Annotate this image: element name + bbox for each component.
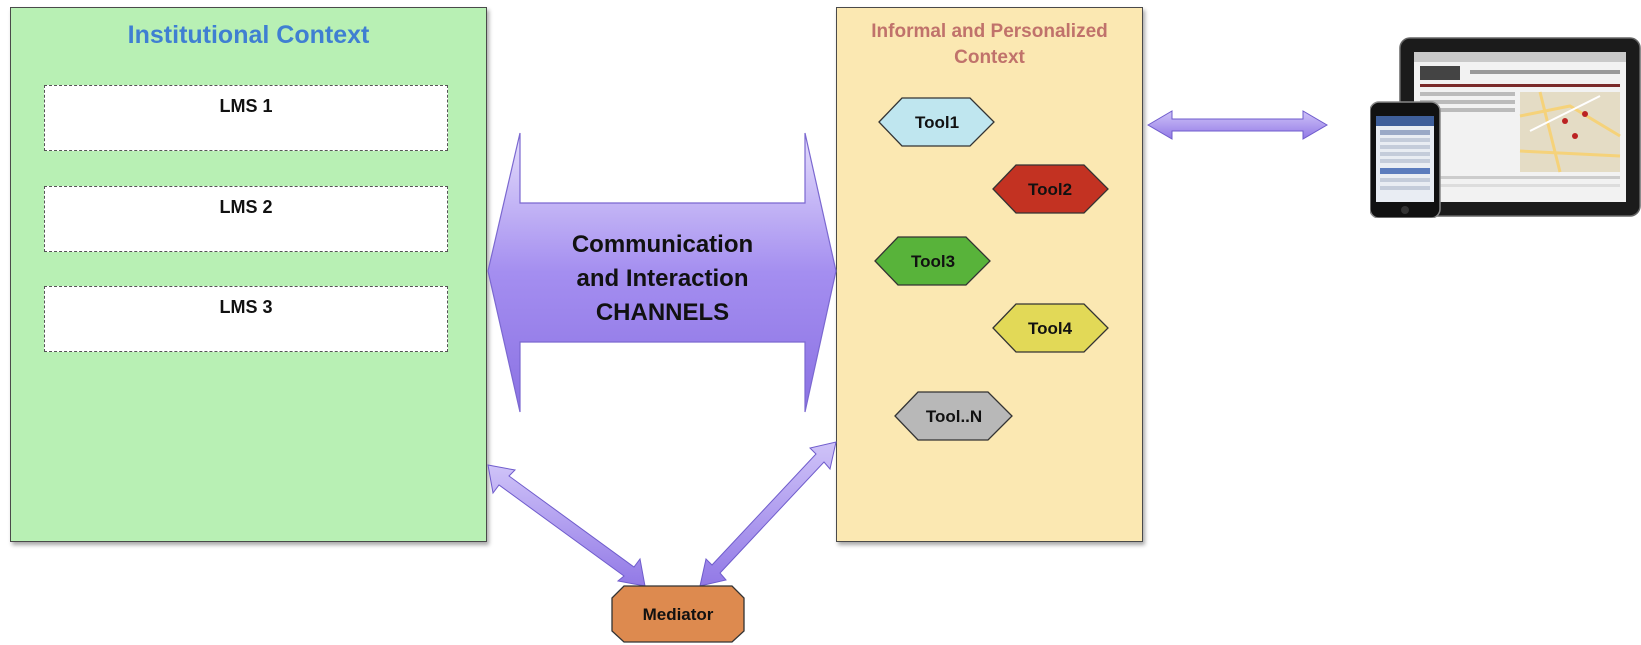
channels-label: Communication and Interaction CHANNELS (520, 228, 805, 330)
tablet-icon (1399, 37, 1641, 217)
tool-2-hexagon: Tool2 (992, 164, 1109, 214)
channels-label-line-2: and Interaction (576, 265, 749, 292)
tool-1-label: Tool1 (915, 113, 959, 132)
tool-n-hexagon: Tool..N (894, 391, 1013, 441)
mediator-label: Mediator (643, 605, 714, 624)
tool-3-label: Tool3 (911, 252, 955, 271)
device-double-arrow (1147, 110, 1328, 140)
institutional-context-title: Institutional Context (127, 21, 370, 49)
tool-2-label: Tool2 (1028, 180, 1072, 199)
tool-3-hexagon: Tool3 (874, 236, 991, 286)
lms-box-2: LMS 2 (44, 186, 448, 252)
channels-label-line-1: Communication (571, 231, 754, 258)
informal-context-title: Informal and Personalized Context (871, 21, 1108, 68)
smartphone-icon (1370, 101, 1441, 218)
channels-label-line-3: CHANNELS (595, 299, 730, 326)
informal-context-panel: Informal and Personalized Context (836, 7, 1143, 542)
informal-mediator-arrow (699, 441, 837, 587)
tool-n-label: Tool..N (926, 407, 982, 426)
lms-box-3: LMS 3 (44, 286, 448, 352)
mediator-node: Mediator (611, 585, 745, 643)
tool-4-label: Tool4 (1028, 319, 1073, 338)
devices-illustration (1370, 37, 1641, 218)
institutional-context-panel: Institutional Context LMS 1 LMS 2 LMS 3 (10, 7, 487, 542)
tool-1-hexagon: Tool1 (878, 97, 995, 147)
lms-box-1: LMS 1 (44, 85, 448, 151)
channels-double-arrow (487, 132, 837, 413)
tool-4-hexagon: Tool4 (992, 303, 1109, 353)
institutional-mediator-arrow (487, 464, 646, 587)
